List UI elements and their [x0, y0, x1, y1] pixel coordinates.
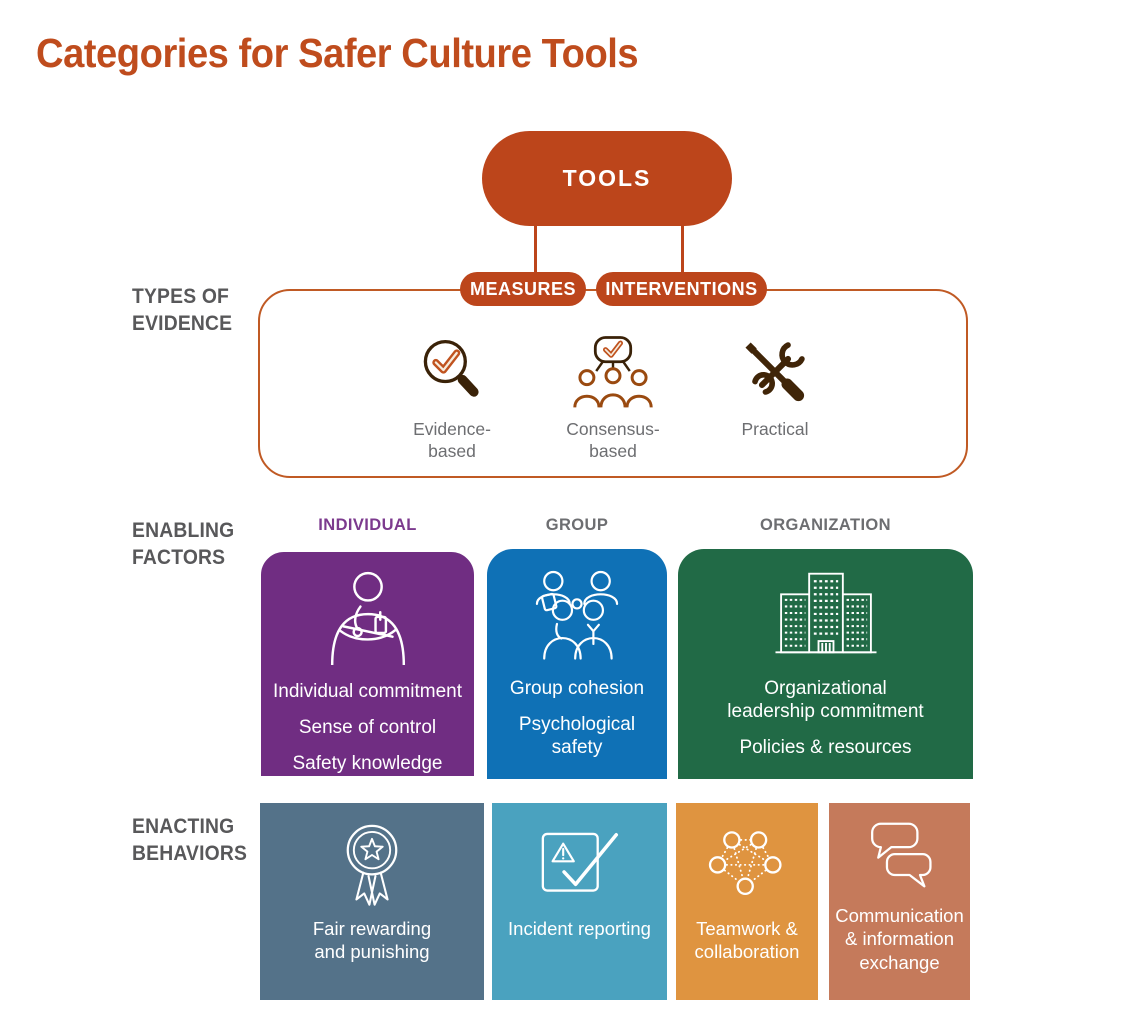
factor-box-group: Group cohesion Psychological safety — [487, 549, 667, 779]
evidence-based-label: Evidence- based — [413, 419, 491, 462]
behavior-label: Teamwork & collaboration — [694, 918, 800, 963]
tools-node: TOOLS — [482, 131, 732, 226]
factor-text: Sense of control — [298, 716, 437, 738]
award-ribbon-icon — [332, 820, 412, 908]
behavior-box-fair-rewarding: Fair rewarding and punishing — [260, 803, 484, 1000]
behavior-box-incident-reporting: Incident reporting — [492, 803, 667, 1000]
magnifier-check-icon — [414, 334, 490, 410]
measures-label: MEASURES — [469, 278, 576, 299]
chat-bubbles-icon — [860, 815, 940, 895]
connector-line-interventions — [681, 226, 684, 276]
factor-text: Policies & resources — [739, 736, 912, 758]
connector-line-measures — [534, 226, 537, 276]
column-header-group: GROUP — [545, 516, 609, 534]
factor-text: Group cohesion — [509, 678, 645, 699]
factor-box-individual: Individual commitment Sense of control S… — [258, 549, 477, 779]
doctor-icon — [316, 564, 420, 668]
behavior-label: Communication & information exchange — [835, 905, 964, 973]
factor-text: Psychological safety — [518, 713, 636, 758]
evidence-item-evidence-based: Evidence- based — [372, 334, 532, 463]
crossed-tools-icon — [742, 334, 808, 410]
enabling-factors-section-label: ENABLING FACTORS — [132, 519, 235, 569]
column-header-individual: INDIVIDUAL — [318, 516, 417, 534]
factor-text: Individual commitment — [272, 681, 463, 702]
evidence-item-practical: Practical — [695, 334, 855, 440]
enacting-behaviors-section-label: ENACTING BEHAVIORS — [132, 815, 248, 865]
consensus-people-icon — [572, 334, 654, 410]
incident-report-icon — [534, 820, 626, 908]
measures-node: MEASURES — [460, 272, 586, 306]
medical-team-icon — [526, 561, 628, 665]
types-of-evidence-section-label: TYPES OF EVIDENCE — [132, 285, 233, 335]
practical-label: Practical — [741, 419, 809, 439]
factor-box-organization: Organizational leadership commitment Pol… — [678, 549, 973, 779]
factor-text: Organizational leadership commitment — [727, 678, 924, 722]
behavior-box-teamwork: Teamwork & collaboration — [676, 803, 818, 1000]
network-circles-icon — [706, 820, 788, 908]
factor-text: Safety knowledge — [292, 752, 443, 774]
evidence-item-consensus-based: Consensus- based — [533, 334, 693, 463]
buildings-icon — [768, 561, 884, 665]
interventions-label: INTERVENTIONS — [605, 278, 758, 299]
tools-label: TOOLS — [562, 165, 652, 191]
behavior-box-communication: Communication & information exchange — [829, 803, 970, 1000]
behavior-label: Fair rewarding and punishing — [312, 918, 432, 963]
behavior-label: Incident reporting — [508, 918, 651, 939]
column-header-organization: ORGANIZATION — [760, 516, 891, 534]
page-title: Categories for Safer Culture Tools — [36, 30, 639, 76]
interventions-node: INTERVENTIONS — [596, 272, 767, 306]
consensus-based-label: Consensus- based — [566, 419, 660, 462]
